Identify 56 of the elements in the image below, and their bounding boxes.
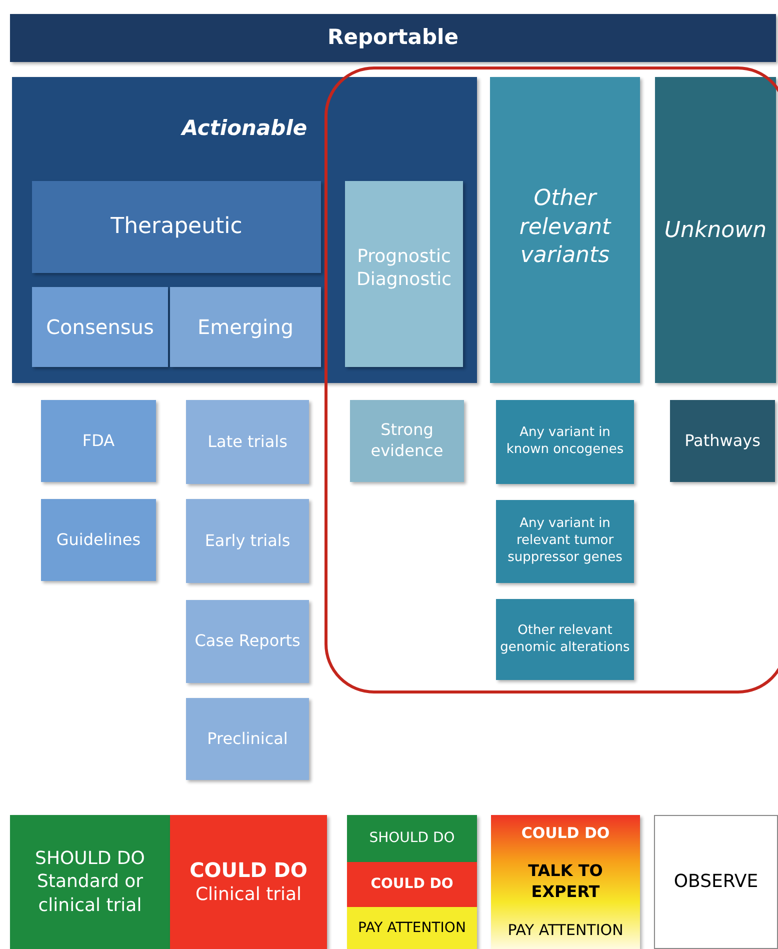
category-panel: [12, 77, 477, 383]
box-heading: SHOULD DO: [35, 846, 145, 870]
category-box: [170, 287, 321, 367]
action-band: [347, 862, 477, 907]
evidence-box: [496, 400, 634, 484]
box-label: Pathways: [684, 430, 760, 452]
evidence-box: [41, 499, 156, 581]
box-label: Consensus: [46, 314, 154, 340]
box-label: TALK TO EXPERT: [527, 861, 604, 903]
box-label: COULD DO: [370, 875, 454, 894]
evidence-box: [41, 400, 156, 482]
category-box: [32, 181, 321, 273]
evidence-box: [186, 600, 309, 683]
category-box: [345, 181, 463, 367]
box-label: Any variant in relevant tumor suppressor genes: [506, 516, 624, 567]
box-label: PAY ATTENTION: [358, 918, 466, 938]
box-label: Preclinical: [207, 728, 288, 750]
action-band: [347, 815, 477, 862]
evidence-box: [186, 698, 309, 780]
action-band: [347, 907, 477, 949]
action-box: [170, 815, 327, 949]
box-label: Strong evidence: [370, 420, 444, 462]
box-label: Clinical trial: [195, 883, 302, 907]
box-label: Any variant in known oncogenes: [505, 425, 625, 459]
box-label: Prognostic Diagnostic: [355, 245, 453, 292]
action-box: [654, 815, 778, 949]
box-label: Actionable: [182, 115, 308, 142]
box-label: OBSERVE: [674, 870, 758, 894]
evidence-box: [670, 400, 775, 482]
box-label: Therapeutic: [110, 212, 242, 241]
header-bar: [10, 14, 776, 62]
box-label: Guidelines: [56, 530, 141, 550]
evidence-box: [350, 400, 464, 482]
box-label: FDA: [82, 430, 115, 452]
box-label: PAY ATTENTION: [508, 920, 624, 940]
box-label: Other relevant genomic alterations: [500, 622, 630, 656]
category-panel: [655, 77, 776, 383]
box-label: Late trials: [208, 432, 288, 452]
box-label: Other relevant variants: [518, 185, 612, 270]
evidence-box: [496, 599, 634, 680]
evidence-box: [496, 500, 634, 583]
category-panel: [490, 77, 640, 383]
box-label: Early trials: [204, 530, 290, 552]
box-label: SHOULD DO: [369, 829, 455, 848]
evidence-box: [186, 400, 309, 484]
evidence-box: [186, 499, 309, 583]
box-heading: COULD DO: [521, 824, 610, 844]
box-label: Emerging: [198, 314, 294, 340]
box-label: Standard or clinical trial: [36, 870, 144, 918]
box-label: Unknown: [664, 217, 767, 245]
action-box: [491, 815, 640, 949]
box-label: Case Reports: [194, 631, 300, 652]
box-heading: COULD DO: [190, 857, 308, 884]
category-box: [32, 287, 168, 367]
box-label: Reportable: [328, 24, 458, 52]
action-box: [10, 815, 170, 949]
